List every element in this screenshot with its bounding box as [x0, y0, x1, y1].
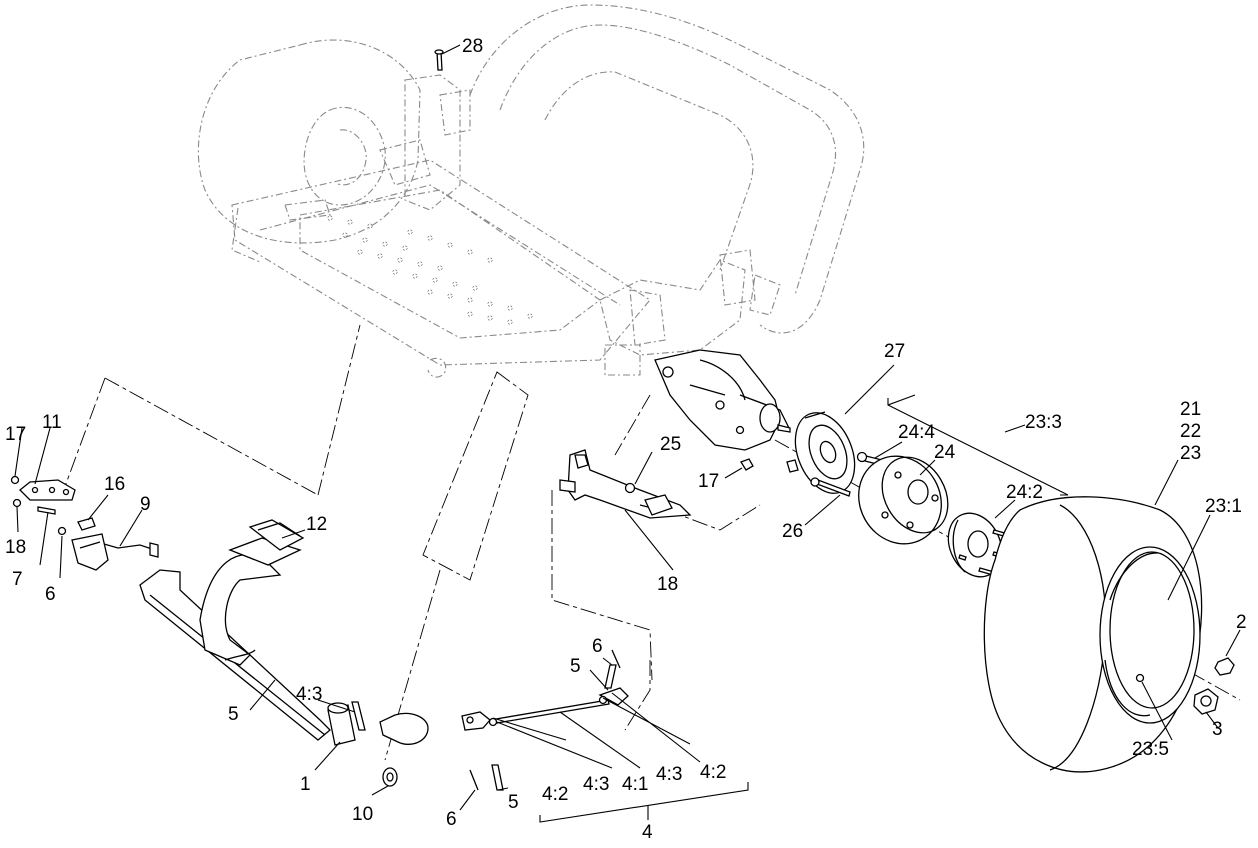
leader-lines — [14, 44, 1241, 823]
callout-1: 1 — [300, 774, 311, 795]
callout-9: 6 — [45, 584, 56, 605]
deck-holes — [327, 215, 533, 325]
part-6-cotter-pin — [469, 649, 621, 791]
callout-13: 12 — [306, 514, 327, 535]
callout-24-2: 24 — [934, 442, 956, 463]
callout-21: 17 — [698, 471, 719, 492]
callout-14: 11 — [42, 412, 62, 433]
part-2-lug-nut — [1214, 657, 1235, 676]
part-25-bolt — [810, 477, 851, 497]
part-10-pin — [37, 506, 56, 515]
part-27-nut — [624, 482, 636, 494]
callout-6-top: 6 — [592, 636, 603, 657]
part-17-screw — [10, 475, 20, 485]
callout-10: 7 — [12, 569, 23, 590]
callout-17: 17 — [5, 424, 26, 445]
callout-6-bottom: 6 — [446, 809, 457, 830]
part-3-hub-nut — [1193, 688, 1219, 715]
callout-2: 2 — [1236, 612, 1247, 633]
callout-4-1: 4:1 — [622, 774, 648, 795]
callout-5-bottom: 5 — [508, 792, 519, 813]
part-9-washer — [57, 526, 67, 536]
callout-4-2-right: 4:2 — [700, 762, 726, 783]
part-1-bushing — [327, 702, 356, 746]
part-23-wheel-tire — [983, 496, 1203, 773]
callout-26: 27 — [884, 341, 905, 362]
callout-23-1: 22 — [1180, 421, 1201, 442]
callout-16: 16 — [104, 474, 125, 495]
callout-27: 25 — [660, 434, 681, 455]
part-18-nut — [12, 498, 22, 508]
callout-4-3-left: 4:3 — [583, 774, 609, 795]
callout-18: 18 — [5, 537, 26, 558]
callout-23-3: 23:5 — [1132, 739, 1169, 760]
callout-11: 9 — [140, 494, 151, 515]
callout-7: 4:3 — [296, 684, 322, 705]
callout-23: 21 — [1180, 399, 1201, 420]
callout-4: 4 — [642, 822, 653, 843]
callout-5-top: 5 — [570, 656, 581, 677]
callout-labels: 28 27 23:3 24:4 24 24:2 21 22 23 23:1 2 … — [5, 36, 1247, 843]
part-8-pedal-shaft — [139, 537, 429, 745]
callout-22: 18 — [657, 574, 678, 595]
callout-4-3-right: 4:3 — [656, 764, 682, 785]
machine-frame-ghost — [197, 4, 865, 378]
part-16-clip — [77, 517, 96, 531]
axle-housing — [654, 349, 791, 451]
callout-28: 28 — [462, 36, 483, 57]
callout-25: 26 — [782, 521, 803, 542]
part-22-brake-arm — [559, 449, 692, 519]
part-4-linkage — [461, 687, 629, 731]
callout-24-4: 24:4 — [898, 422, 935, 443]
part-12-washer — [382, 767, 398, 787]
part-13-pedal-pad — [248, 519, 305, 551]
part-14-bracket — [19, 479, 76, 501]
part-26-brake-drum — [786, 411, 856, 494]
callout-12: 10 — [352, 804, 373, 825]
callout-24-3: 24:2 — [1006, 482, 1043, 503]
part-7-bolt — [351, 701, 366, 731]
part-24-hub-assembly — [856, 451, 1009, 578]
part-11-rod — [71, 533, 159, 571]
callout-23-5: 23 — [1180, 443, 1201, 464]
callout-3: 3 — [1212, 719, 1223, 740]
callout-23-2: 23:1 — [1205, 496, 1242, 517]
part-28-pin — [434, 49, 444, 71]
callout-8: 5 — [228, 704, 239, 725]
part-5-clevis-pin — [491, 664, 617, 791]
part-21-nut — [740, 458, 754, 471]
callout-24: 23:3 — [1025, 412, 1062, 433]
callout-4-2-left: 4:2 — [542, 784, 568, 805]
